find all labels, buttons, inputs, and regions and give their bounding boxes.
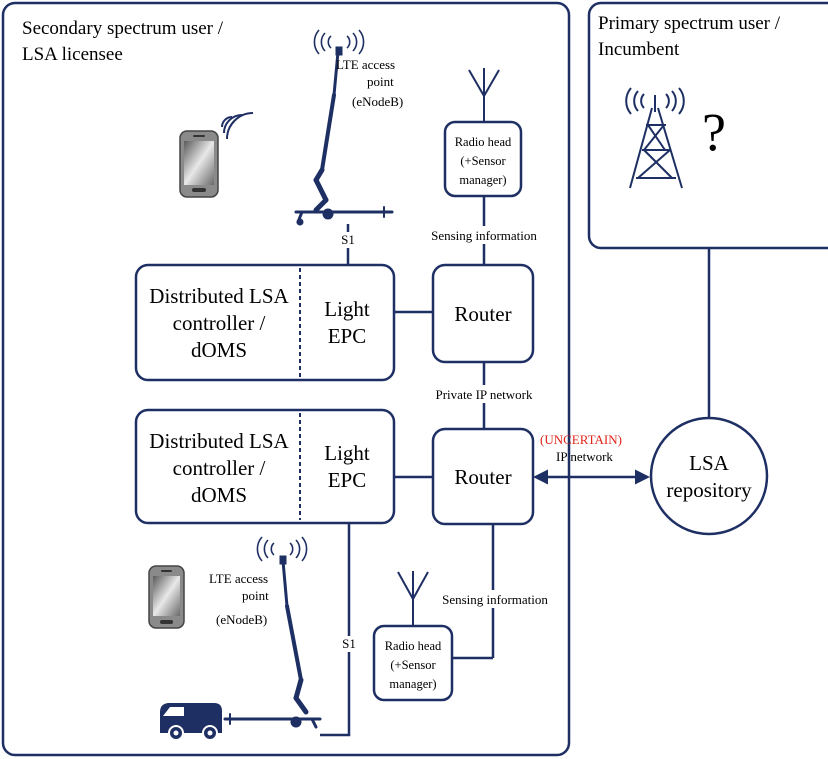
bottom-ap-label-2: point [242, 588, 269, 603]
private-ip-label-bg [420, 385, 548, 403]
van-icon [160, 703, 222, 741]
secondary-user-region [1, 1, 571, 757]
bottom-dlsa-label-3: dOMS [191, 483, 247, 507]
bottom-radio-head-antenna-icon [397, 571, 429, 626]
sensing-info-top-label: Sensing information [431, 228, 537, 243]
top-epc-label-1: Light [324, 297, 370, 321]
bottom-ap-label-1: LTE access [209, 571, 268, 586]
bottom-phone-icon [148, 565, 185, 629]
top-radio-head-antenna-icon [468, 68, 500, 122]
secondary-region-title-1: Secondary spectrum user / [22, 18, 224, 39]
s1-label-bg-bottom [337, 636, 361, 652]
bottom-dlsa-label-2: controller / [173, 456, 266, 480]
top-ap-label-1: LTE access [336, 57, 395, 72]
bottom-router-label: Router [454, 465, 511, 489]
top-ap-label-3: (eNodeB) [352, 94, 403, 109]
top-controller-box [134, 263, 396, 382]
top-radio-head-label-2: (+Sensor [460, 154, 506, 168]
primary-region-title-1: Primary spectrum user / [598, 13, 781, 34]
secondary-region-title-2: LSA licensee [22, 44, 123, 65]
top-router-label: Router [454, 302, 511, 326]
lsa-repository-label-1: LSA [689, 451, 730, 475]
top-radio-head-label-3: manager) [459, 173, 506, 187]
bottom-dlsa-label-1: Distributed LSA [149, 429, 289, 453]
bottom-lte-access-point-icon [223, 555, 322, 729]
sensing-label-bg-bottom [430, 590, 560, 608]
top-epc-label-2: EPC [328, 324, 367, 348]
primary-user-region [587, 1, 828, 250]
top-radio-head-label-1: Radio head [455, 135, 512, 149]
bottom-radio-head-box [372, 624, 454, 702]
lsa-repository-node [649, 416, 769, 536]
bottom-ap-label-3: (eNodeB) [216, 612, 267, 627]
top-router-box [431, 263, 535, 364]
bottom-controller-box [134, 408, 396, 525]
bottom-lte-signal-icon [256, 536, 308, 562]
incumbent-tower-icon [625, 87, 685, 189]
sensing-info-bottom-label: Sensing information [442, 592, 548, 607]
top-dlsa-label-3: dOMS [191, 338, 247, 362]
top-phone-icon [179, 130, 219, 198]
s1-top-label: S1 [341, 232, 355, 247]
bottom-epc-label-1: Light [324, 441, 370, 465]
bottom-epc-label-2: EPC [328, 468, 367, 492]
top-phone-signal-icon [221, 112, 254, 140]
s1-label-bg-top [336, 232, 360, 248]
top-lte-access-point-icon [294, 46, 394, 226]
unknown-incumbent-mark: ? [702, 102, 726, 162]
lsa-repository-label-2: repository [666, 478, 752, 502]
primary-region-title-2: Incumbent [598, 39, 680, 60]
sensing-label-bg-top [418, 226, 550, 244]
top-ap-label-2: point [367, 74, 394, 89]
bottom-radio-head-label-1: Radio head [385, 639, 442, 653]
bottom-radio-head-label-3: manager) [389, 677, 436, 691]
bottom-radio-head-label-2: (+Sensor [390, 658, 436, 672]
top-dlsa-label-1: Distributed LSA [149, 284, 289, 308]
top-dlsa-label-2: controller / [173, 311, 266, 335]
ip-network-label: IP network [556, 449, 613, 464]
top-lte-signal-icon [313, 29, 365, 55]
s1-bottom-label: S1 [342, 636, 356, 651]
private-ip-network-label: Private IP network [436, 387, 533, 402]
uncertain-label: (UNCERTAIN) [540, 432, 622, 447]
